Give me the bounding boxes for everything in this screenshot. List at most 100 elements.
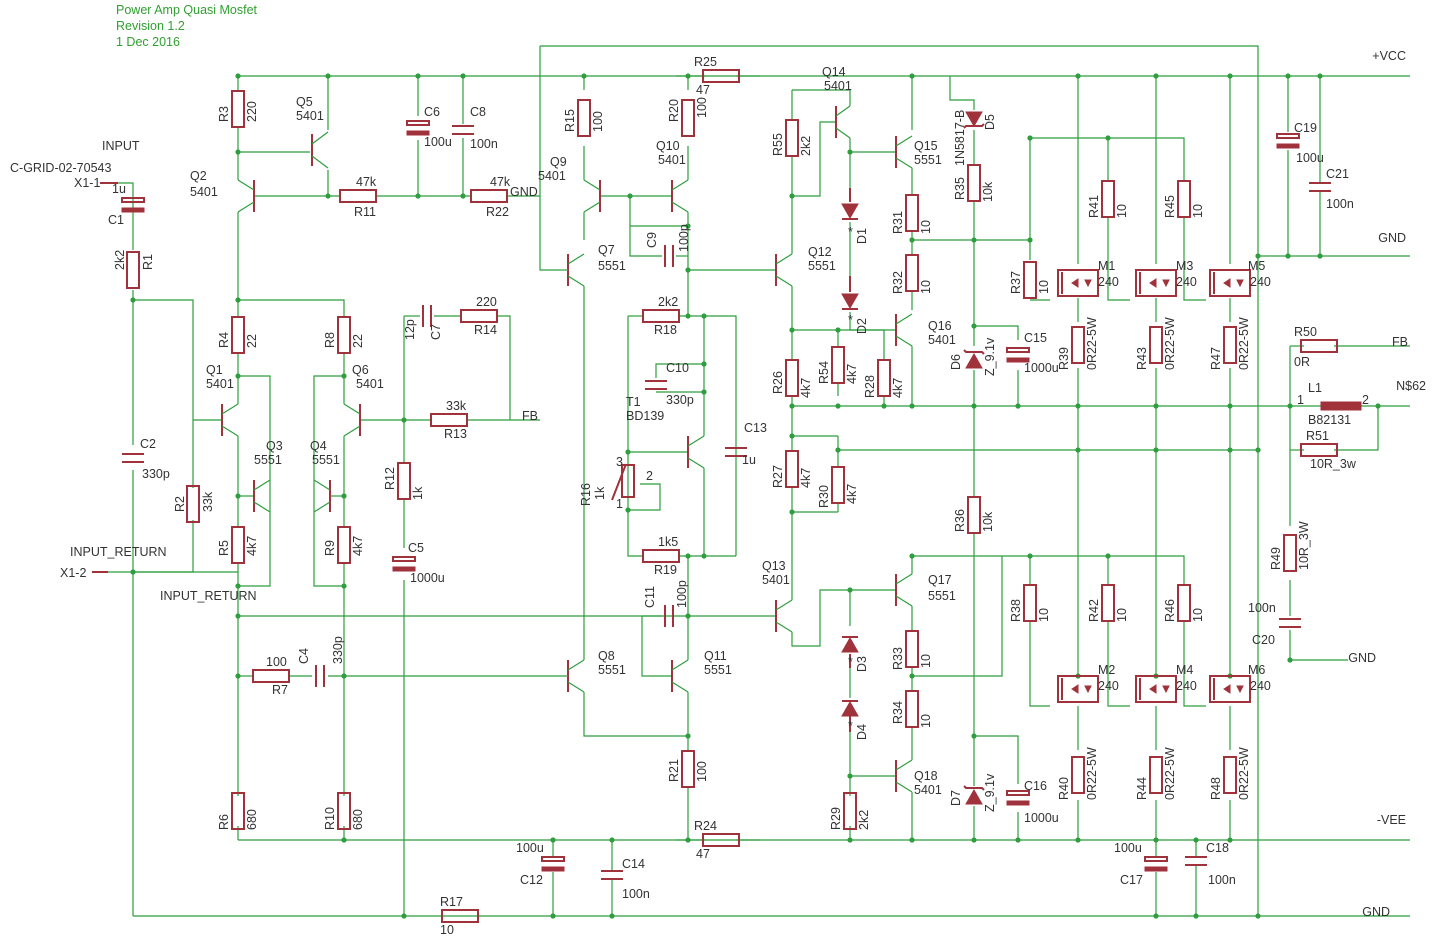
d1-symbol [841, 188, 859, 220]
r25-value: 47 [696, 83, 710, 97]
r8-symbol [337, 316, 351, 354]
q6-value: 5401 [356, 377, 384, 391]
r13-name: R13 [444, 427, 467, 441]
c15-symbol [1006, 347, 1030, 363]
r45-value: 10 [1191, 204, 1205, 218]
c5-value: 1000u [410, 571, 445, 585]
q18-value: 5401 [914, 783, 942, 797]
r1-value: 2k2 [113, 250, 127, 270]
q1-symbol [221, 403, 239, 437]
r11-symbol [339, 189, 377, 203]
q13-symbol [775, 599, 793, 633]
r54-symbol [831, 346, 845, 384]
q2-name: Q2 [190, 169, 207, 183]
r39-value: 0R22-5W [1085, 317, 1099, 370]
r17-value: 10 [440, 923, 454, 937]
l1-symbol [1320, 401, 1362, 411]
c9-name: C9 [645, 232, 659, 248]
r15-name: R15 [563, 109, 577, 132]
net-fb-in: FB [522, 409, 538, 423]
r49-symbol [1283, 534, 1297, 572]
c13-value: 1u [742, 453, 756, 467]
r39-symbol [1071, 326, 1085, 364]
r35-value: 10k [981, 181, 995, 202]
r33-name: R33 [891, 647, 905, 670]
r19-name: R19 [654, 563, 677, 577]
c4-symbol [315, 665, 325, 687]
t1-symbol [687, 435, 705, 469]
r20-value: 100 [695, 97, 709, 118]
r16-value: 1k [593, 486, 607, 500]
c6-value: 100u [424, 135, 452, 149]
r46-name: R46 [1163, 599, 1177, 622]
r1-symbol [126, 251, 140, 289]
d4-value: * [848, 719, 853, 733]
r38-name: R38 [1009, 599, 1023, 622]
d7-symbol [963, 785, 985, 805]
r4-name: R4 [217, 332, 231, 348]
c8-name: C8 [470, 105, 486, 119]
r49-name: R49 [1269, 547, 1283, 570]
r25-symbol [702, 69, 740, 83]
c10-symbol [645, 380, 667, 390]
r51-name: R51 [1306, 429, 1329, 443]
c16-name: C16 [1024, 779, 1047, 793]
d6-symbol [963, 349, 985, 369]
q5-name: Q5 [296, 95, 313, 109]
r27-symbol [785, 450, 799, 488]
r16-pin-1: 1 [616, 497, 623, 511]
r19-value: 1k5 [658, 535, 678, 549]
c20-symbol [1279, 618, 1301, 628]
q8-value: 5551 [598, 663, 626, 677]
r13-value: 33k [446, 399, 467, 413]
c12-symbol [541, 856, 565, 872]
r37-name: R37 [1009, 271, 1023, 294]
r9-name: R9 [323, 540, 337, 556]
r31-value: 10 [919, 220, 933, 234]
r16-symbol [621, 464, 635, 498]
q11-symbol [671, 659, 689, 693]
r11-value: 47k [356, 175, 377, 189]
m6-symbol [1209, 675, 1251, 703]
net-gnd-r22: GND [510, 185, 538, 199]
r3-value: 220 [245, 101, 259, 122]
r14-name: R14 [474, 323, 497, 337]
c7-name: C7 [429, 324, 443, 340]
t1-value: BD139 [626, 409, 664, 423]
q15-symbol [895, 135, 913, 169]
q9-symbol [583, 179, 601, 213]
q3-name: Q3 [266, 439, 283, 453]
c14-value: 100n [622, 887, 650, 901]
r34-name: R34 [891, 701, 905, 724]
m5-value: 240 [1250, 275, 1271, 289]
c18-name: C18 [1206, 841, 1229, 855]
l1-name: L1 [1308, 381, 1322, 395]
r4-value: 22 [245, 334, 259, 348]
net-n62: N$62 [1396, 379, 1426, 393]
d4-name: D4 [855, 724, 869, 740]
c17-name: C17 [1120, 873, 1143, 887]
r10-value: 680 [351, 809, 365, 830]
r6-name: R6 [217, 814, 231, 830]
r55-name: R55 [771, 133, 785, 156]
r43-name: R43 [1135, 347, 1149, 370]
r8-value: 22 [351, 334, 365, 348]
m4-value: 240 [1176, 679, 1197, 693]
q17-name: Q17 [928, 573, 952, 587]
r28-value: 4k7 [891, 378, 905, 398]
q11-name: Q11 [704, 649, 727, 663]
r22-symbol [470, 189, 508, 203]
c2-symbol [122, 453, 144, 463]
m2-symbol [1057, 675, 1099, 703]
q7-symbol [560, 253, 585, 287]
r5-symbol [231, 526, 245, 564]
r16-name: R16 [579, 483, 593, 506]
m4-symbol [1135, 675, 1177, 703]
r15-value: 100 [591, 111, 605, 132]
r40-symbol [1071, 756, 1085, 794]
component-symbols [121, 69, 1362, 923]
q8-name: Q8 [598, 649, 615, 663]
r50-value: 0R [1294, 355, 1310, 369]
